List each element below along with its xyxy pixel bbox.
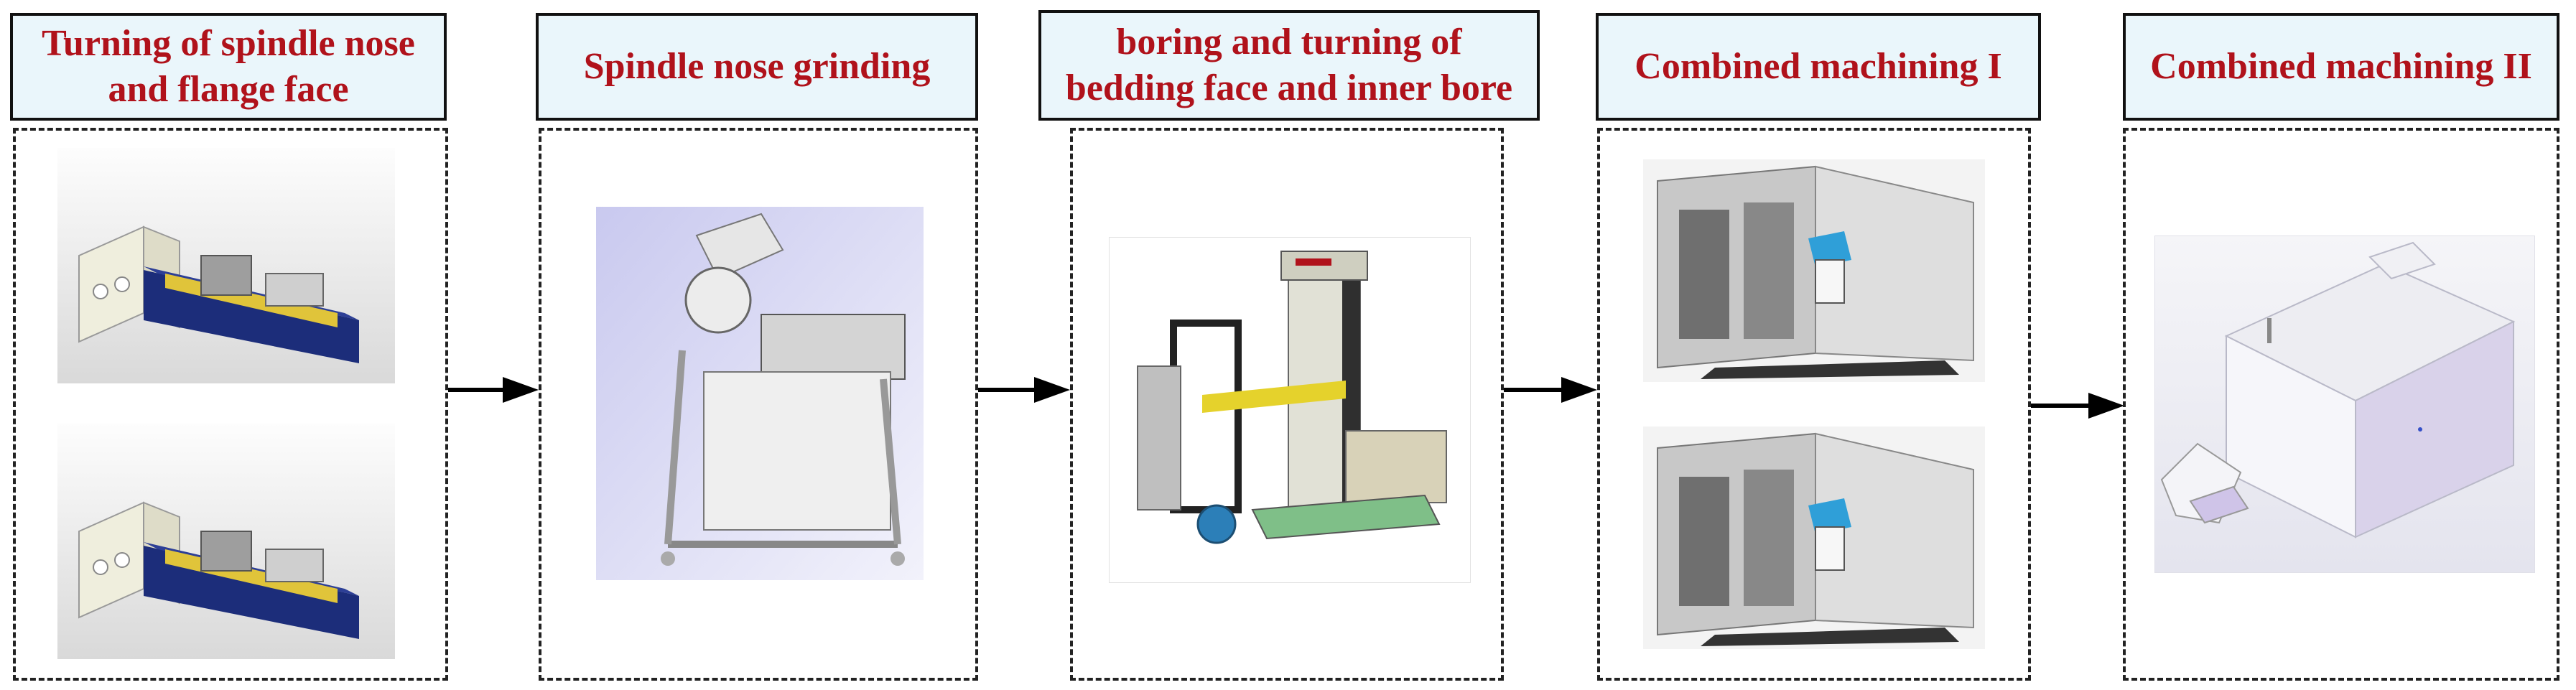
lathe-machine-image	[57, 424, 395, 659]
arrow-right-icon	[1504, 376, 1597, 404]
step-3-title: boring and turning of bedding face and i…	[1038, 10, 1540, 121]
step-3-panel	[1070, 128, 1504, 681]
arrow-right-icon	[448, 376, 539, 404]
arrow-right-icon	[978, 376, 1070, 404]
step-5-title: Combined machining II	[2123, 13, 2559, 121]
step-1-panel	[13, 128, 448, 681]
lathe-machine-image	[57, 148, 395, 383]
step-1-title: Turning of spindle nose and flange face	[10, 13, 447, 121]
machining-center-image	[1643, 159, 1985, 382]
machining-center-model-image	[2154, 236, 2535, 573]
step-5-panel	[2123, 128, 2559, 681]
step-2-panel	[539, 128, 978, 681]
step-4-panel	[1597, 128, 2031, 681]
step-4-title: Combined machining I	[1596, 13, 2041, 121]
machining-center-image	[1643, 426, 1985, 649]
grinding-machine-image	[596, 207, 924, 580]
arrow-right-icon	[2031, 391, 2124, 420]
boring-machine-image	[1109, 237, 1471, 583]
step-2-title: Spindle nose grinding	[536, 13, 978, 121]
